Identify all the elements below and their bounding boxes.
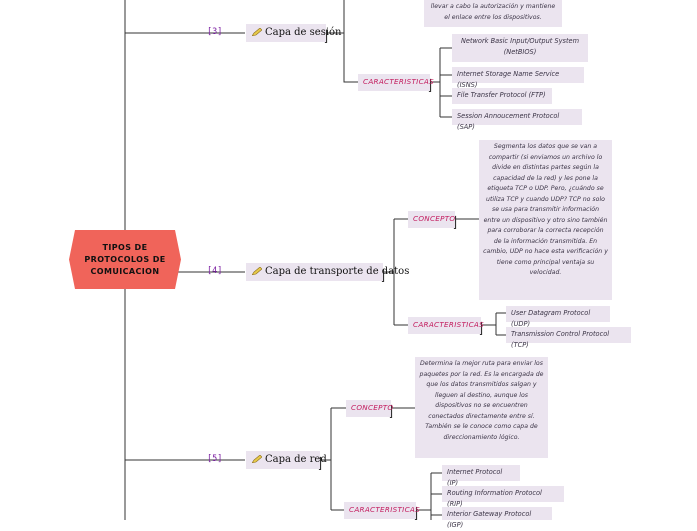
item-igp[interactable]: Interior Gateway Protocol (IGP): [442, 507, 552, 529]
root-title: TIPOS DE PROTOCOLOS DE COMUICACION: [84, 242, 166, 276]
layer-name: Capa de transporte de datos: [265, 266, 410, 277]
layer-number-5: [5]: [207, 454, 223, 464]
pencil-icon: [252, 455, 262, 463]
item-netbios[interactable]: Network Basic Input/Output System (NetBI…: [452, 34, 588, 62]
caracteristicas-tag-red[interactable]: CARACTERISTICAS: [344, 502, 420, 519]
item-tcp[interactable]: Transmission Control Protocol (TCP): [506, 327, 631, 349]
connector-lines: [124, 0, 506, 520]
item-ftp[interactable]: File Transfer Protocol (FTP): [452, 88, 552, 104]
concepto-text-transporte[interactable]: Segmenta los datos que se van a comparti…: [479, 140, 612, 300]
layer-node-red[interactable]: Capa de red: [246, 451, 327, 469]
item-rip[interactable]: Routing Information Protocol (RIP): [442, 486, 564, 508]
layer-number-3: [3]: [207, 27, 223, 37]
item-sap[interactable]: Session Annoucement Protocol (SAP): [452, 109, 582, 131]
item-ip[interactable]: Internet Protocol (IP): [442, 465, 520, 487]
top-concepto-fragment[interactable]: llevar a cabo la autorización y mantiene…: [424, 0, 562, 27]
layer-node-sesion[interactable]: Capa de sesión: [246, 24, 342, 42]
pencil-icon: [252, 267, 262, 275]
caracteristicas-tag-transporte[interactable]: CARACTERISTICAS: [408, 317, 484, 334]
concepto-text-red[interactable]: Determina la mejor ruta para enviar los …: [415, 357, 548, 458]
concepto-tag-transporte[interactable]: CONCEPTO: [408, 211, 455, 228]
item-udp[interactable]: User Datagram Protocol (UDP): [506, 306, 610, 328]
concepto-tag-red[interactable]: CONCEPTO: [346, 400, 393, 417]
pencil-icon: [252, 28, 262, 36]
layer-number-4: [4]: [207, 266, 223, 276]
caracteristicas-tag-sesion[interactable]: CARACTERISTICAS: [358, 74, 434, 91]
layer-name: Capa de sesión: [265, 27, 342, 38]
layer-name: Capa de red: [265, 454, 327, 465]
root-hexagon-shape: [69, 230, 181, 289]
layer-node-transporte[interactable]: Capa de transporte de datos: [246, 263, 409, 281]
root-node[interactable]: TIPOS DE PROTOCOLOS DE COMUICACION: [69, 230, 181, 289]
item-isns[interactable]: Internet Storage Name Service (ISNS): [452, 67, 584, 89]
